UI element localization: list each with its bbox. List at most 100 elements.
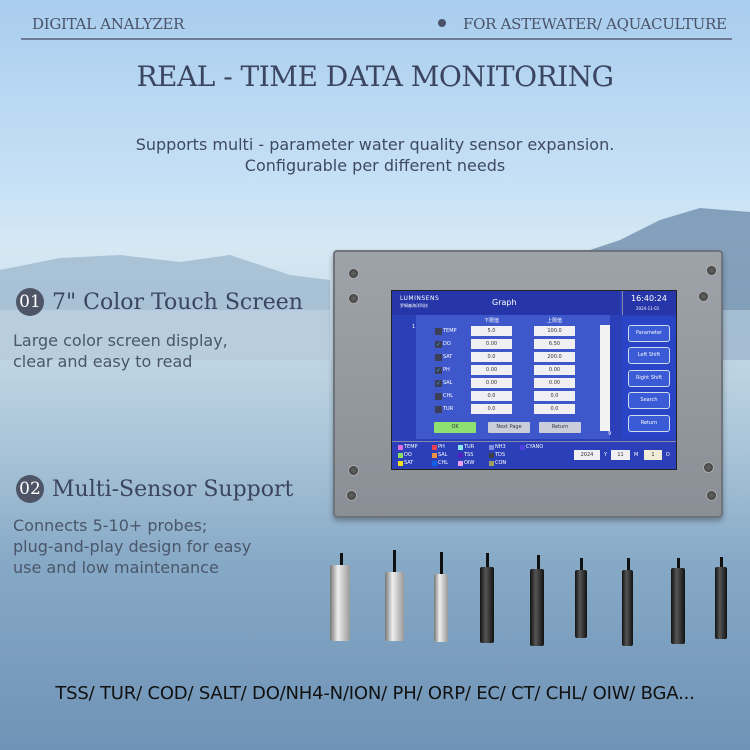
- high-limit-input[interactable]: 0.00: [534, 365, 575, 375]
- high-limit-input[interactable]: 0.0: [534, 391, 575, 401]
- desc-line: use and low maintenance: [13, 558, 219, 577]
- screen-title: Graph: [492, 298, 517, 307]
- next-page-button[interactable]: Next Page: [488, 422, 530, 433]
- legend-item: TUR: [458, 444, 474, 450]
- clock-panel: [622, 291, 676, 315]
- legend-item: TDS: [489, 452, 505, 458]
- legend-swatch: [432, 445, 437, 450]
- year-input[interactable]: 2024: [574, 450, 600, 460]
- sensor-probe: [434, 574, 448, 642]
- low-limit-input[interactable]: 0.00: [471, 339, 512, 349]
- high-limit-input[interactable]: 0.0: [534, 404, 575, 414]
- feature-description: Connects 5-10+ probes; plug-and-play desi…: [13, 515, 251, 578]
- row-checkbox[interactable]: [435, 393, 442, 400]
- parameter-label: CHL: [443, 393, 454, 399]
- legend-item: CYANO: [520, 444, 543, 450]
- legend-swatch: [520, 445, 525, 450]
- screw-icon: [348, 465, 359, 476]
- legend-item: SAT: [398, 460, 413, 466]
- parameter-button[interactable]: Parameter: [628, 325, 670, 342]
- header-right-label: FOR ASTEWATER/ AQUACULTURE: [463, 15, 727, 33]
- legend-label: DO: [404, 452, 412, 458]
- legend-label: CHL: [438, 460, 449, 466]
- legend-item: TEMP: [398, 444, 418, 450]
- feature-description: Large color screen display, clear and eas…: [13, 330, 228, 372]
- legend-label: NH3: [495, 444, 506, 450]
- probe-cable: [537, 555, 540, 569]
- feature-number: 01: [16, 288, 44, 316]
- day-unit: D: [666, 452, 670, 458]
- low-limit-input[interactable]: 0.0: [471, 391, 512, 401]
- supported-parameters: TSS/ TUR/ COD/ SALT/ DO/NH4-N/ION/ PH/ O…: [55, 683, 695, 704]
- high-limit-input[interactable]: 100.0: [534, 326, 575, 336]
- low-limit-input[interactable]: 0.0: [471, 404, 512, 414]
- side-return-button[interactable]: Return: [628, 415, 670, 432]
- legend-item: SAL: [432, 452, 447, 458]
- high-limit-input[interactable]: 200.0: [534, 352, 575, 362]
- legend-swatch: [398, 453, 403, 458]
- low-limit-input[interactable]: 5.0: [471, 326, 512, 336]
- touch-screen[interactable]: LUMINSENS 罗姆森海洋科技 Graph 16:40:24 2024-11…: [391, 290, 677, 470]
- high-limit-input[interactable]: 0.00: [534, 378, 575, 388]
- legend-swatch: [489, 461, 494, 466]
- subtitle-line: Configurable per different needs: [244, 156, 506, 175]
- row-checkbox[interactable]: ✓: [435, 341, 442, 348]
- screw-icon: [703, 462, 714, 473]
- legend-swatch: [458, 445, 463, 450]
- screw-icon: [348, 268, 359, 279]
- probe-cable: [440, 552, 443, 574]
- low-limit-input[interactable]: 0.0: [471, 352, 512, 362]
- sensor-probe: [530, 569, 544, 646]
- bullet-dot: [438, 19, 446, 27]
- graph-settings-panel: [416, 315, 610, 439]
- day-input[interactable]: 1: [644, 450, 662, 460]
- row-checkbox[interactable]: [435, 354, 442, 361]
- ok-button[interactable]: OK: [434, 422, 476, 433]
- legend-swatch: [489, 445, 494, 450]
- header-divider: [21, 38, 732, 40]
- row-checkbox[interactable]: ✓: [435, 380, 442, 387]
- feature-title: Multi-Sensor Support: [52, 477, 294, 502]
- legend-label: CON: [495, 460, 507, 466]
- legend-item: DO: [398, 452, 412, 458]
- sensor-probe: [622, 570, 633, 646]
- column-header-high: 上限值: [547, 318, 563, 324]
- legend-label: CYANO: [526, 444, 544, 450]
- legend-swatch: [398, 461, 403, 466]
- screw-icon: [698, 291, 709, 302]
- high-limit-input[interactable]: 6.50: [534, 339, 575, 349]
- row-checkbox[interactable]: [435, 406, 442, 413]
- low-limit-input[interactable]: 0.00: [471, 378, 512, 388]
- return-button[interactable]: Return: [539, 422, 581, 433]
- sensor-probe: [480, 567, 494, 643]
- desc-line: Connects 5-10+ probes;: [13, 516, 208, 535]
- right-shift-button[interactable]: Right Shift: [628, 370, 670, 387]
- subtitle-line: Supports multi - parameter water quality…: [135, 135, 615, 154]
- left-shift-button[interactable]: Left Shift: [628, 347, 670, 364]
- parameter-label: TEMP: [443, 328, 457, 334]
- legend-item: TSS: [458, 452, 473, 458]
- desc-line: Large color screen display,: [13, 331, 228, 350]
- desc-line: clear and easy to read: [13, 352, 193, 371]
- screw-icon: [706, 265, 717, 276]
- low-limit-input[interactable]: 0.00: [471, 365, 512, 375]
- row-checkbox[interactable]: [435, 328, 442, 335]
- clock-time: 16:40:24: [631, 294, 667, 303]
- legend-swatch: [398, 445, 403, 450]
- parameter-label: SAL: [443, 380, 453, 386]
- legend-item: OIW: [458, 460, 474, 466]
- desc-line: plug-and-play design for easy: [13, 537, 252, 556]
- legend-label: TDS: [495, 452, 506, 458]
- feature-title: 7" Color Touch Screen: [52, 290, 303, 315]
- search-button[interactable]: Search: [628, 392, 670, 409]
- subtitle: Supports multi - parameter water quality…: [0, 134, 750, 176]
- sensor-probe: [330, 565, 350, 641]
- parameter-label: DO: [443, 341, 451, 347]
- brand-logo: LUMINSENS: [400, 295, 440, 302]
- row-checkbox[interactable]: ✓: [435, 367, 442, 374]
- parameter-label: SAT: [443, 354, 453, 360]
- sensor-probe: [715, 567, 727, 639]
- month-input[interactable]: 11: [611, 450, 630, 460]
- axis-label: 1: [412, 324, 416, 330]
- page-title: REAL - TIME DATA MONITORING: [136, 60, 614, 93]
